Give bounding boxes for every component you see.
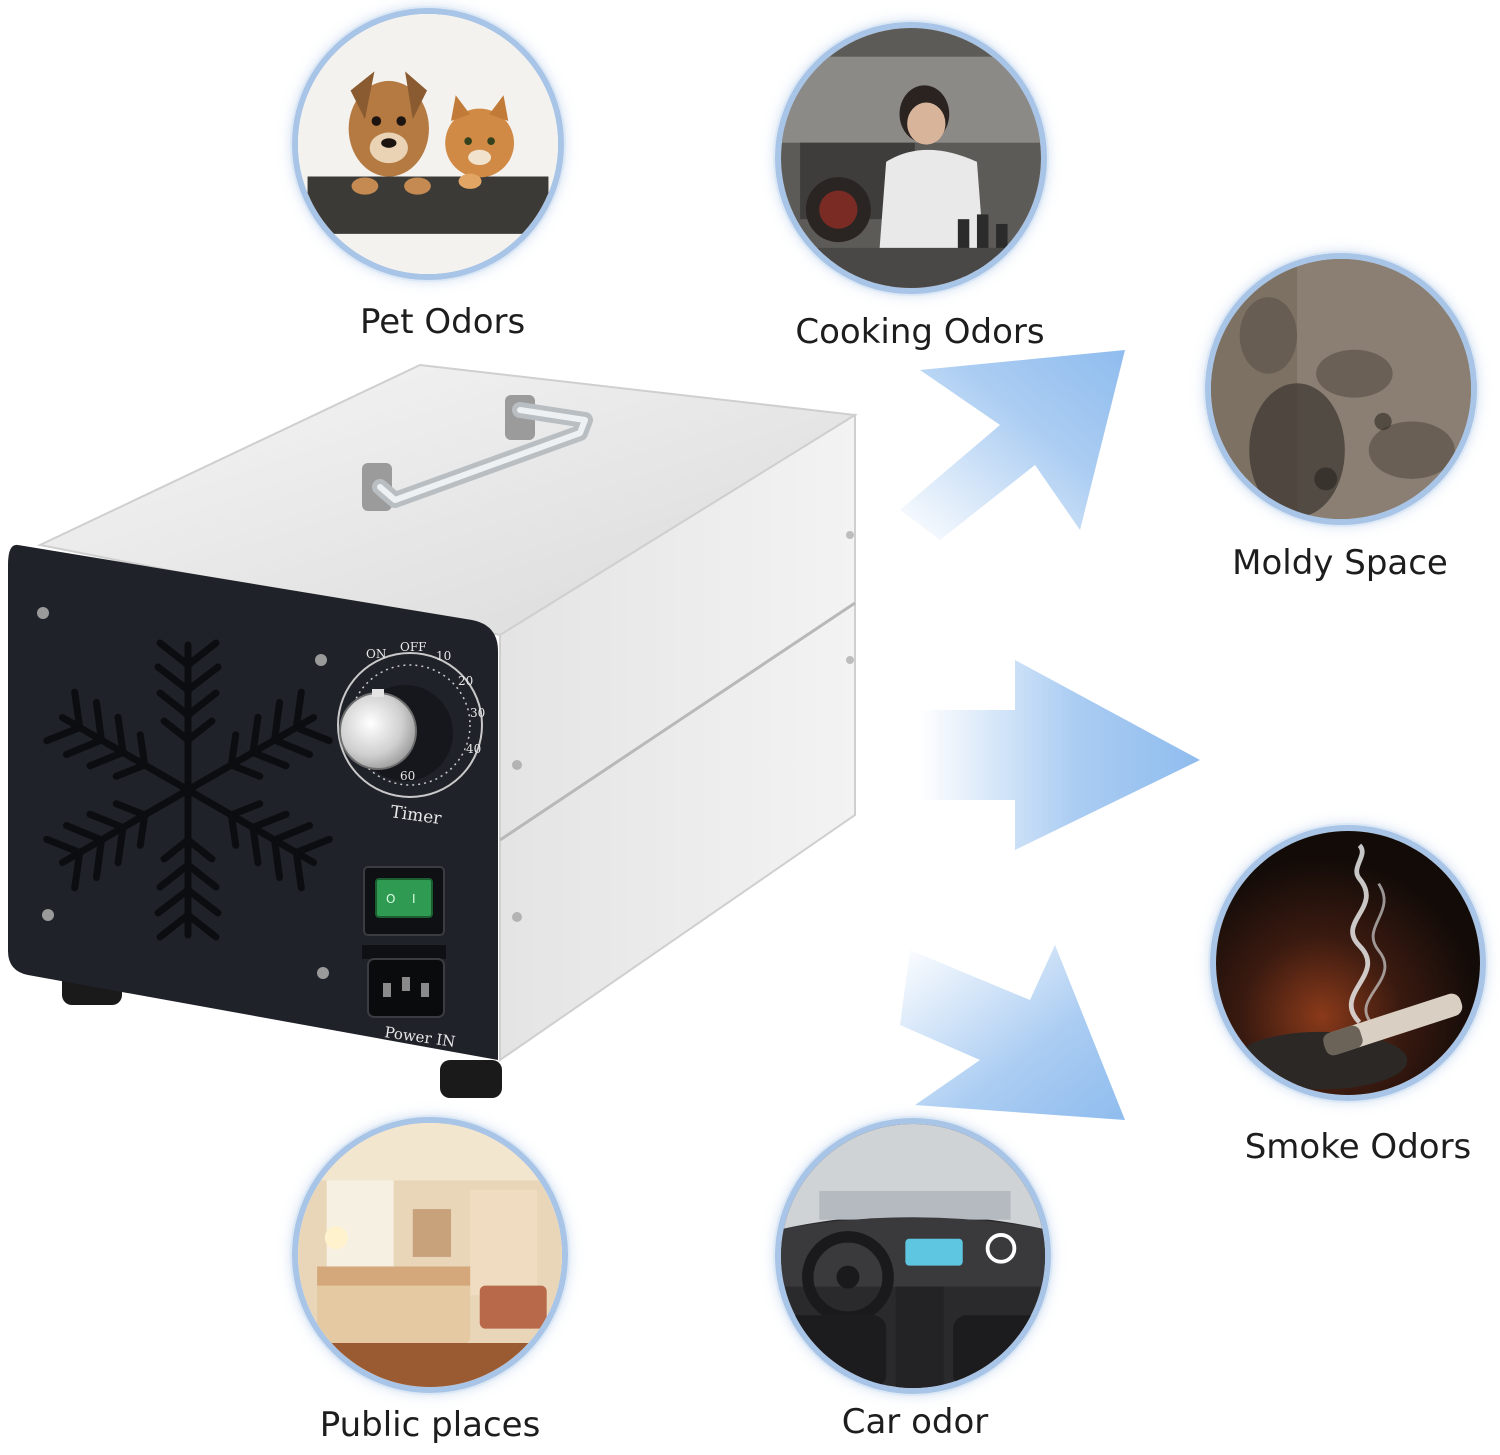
svg-text:I: I xyxy=(412,892,416,906)
car-odor-label: Car odor xyxy=(841,1402,989,1442)
smoke-odors-label: Smoke Odors xyxy=(1244,1127,1472,1167)
smoke-scene-icon xyxy=(1216,831,1480,1095)
ozone-generator: OFF 10 20 30 40 60 ON Timer O I Power IN xyxy=(8,363,858,1098)
cooking-odors-label: Cooking Odors xyxy=(795,312,1045,352)
timer-dial[interactable]: OFF 10 20 30 40 60 ON xyxy=(337,640,485,798)
arrow-down-right xyxy=(900,945,1125,1120)
arrow-right xyxy=(920,660,1200,850)
mold-scene-icon xyxy=(1211,259,1471,519)
dial-mark-40: 40 xyxy=(466,742,481,756)
cooking-scene-icon xyxy=(781,28,1041,288)
smoke-odors-circle xyxy=(1210,825,1486,1101)
dial-mark-10: 10 xyxy=(436,649,451,663)
pet-odors-circle xyxy=(292,8,564,280)
car-interior-icon xyxy=(781,1124,1045,1388)
snowflake-vent-icon xyxy=(46,639,331,937)
moldy-space-label: Moldy Space xyxy=(1232,543,1448,583)
dial-mark-20: 20 xyxy=(458,674,473,688)
power-switch[interactable] xyxy=(375,878,433,918)
public-places-circle xyxy=(292,1117,568,1393)
car-odor-circle xyxy=(775,1118,1051,1394)
moldy-space-circle xyxy=(1205,253,1477,525)
dial-mark-30: 30 xyxy=(470,706,485,720)
power-inlet-icon xyxy=(367,958,445,1018)
public-places-label: Public places xyxy=(319,1405,541,1445)
pet-odors-label: Pet Odors xyxy=(360,302,526,342)
svg-text:O: O xyxy=(386,892,395,906)
room-scene-icon xyxy=(298,1123,562,1387)
dial-mark-off: OFF xyxy=(400,640,427,654)
dial-mark-60: 60 xyxy=(400,769,415,783)
dial-mark-on: ON xyxy=(366,647,386,661)
cooking-odors-circle xyxy=(775,22,1047,294)
arrow-up-right xyxy=(900,350,1125,540)
pet-scene-icon xyxy=(298,14,558,274)
